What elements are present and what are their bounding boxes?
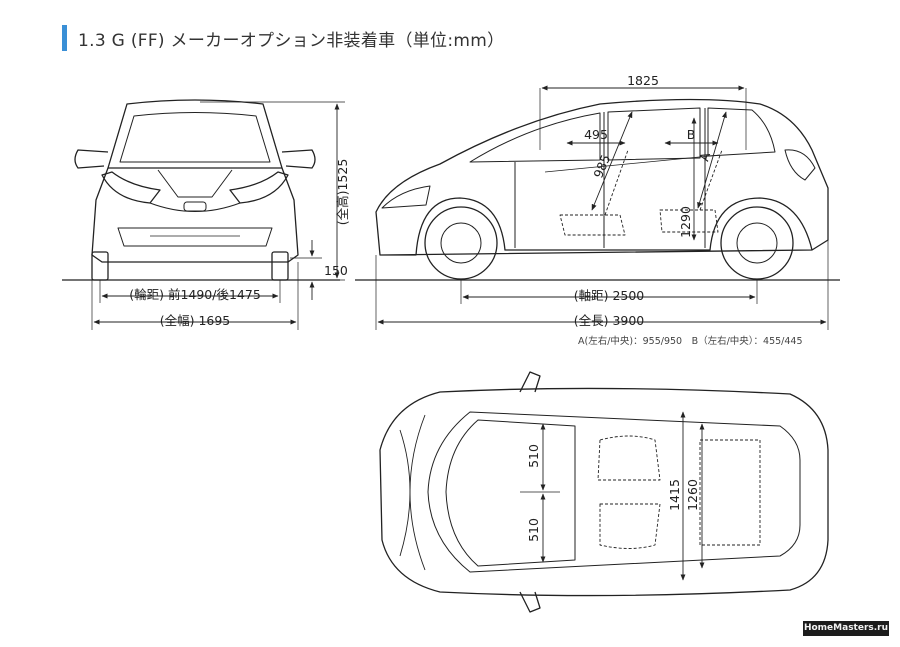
dim-985-label: 985: [590, 152, 613, 180]
title-accent-bar: [62, 25, 67, 51]
front-tread-label: (輪距) 前1490/後1475: [129, 287, 261, 302]
top-windshield: [445, 419, 576, 567]
side-front-window: [469, 112, 601, 163]
top-upper-mirror: [519, 371, 541, 393]
page-title: 1.3 G (FF) メーカーオプション非装着車（単位:mm）: [78, 31, 505, 51]
front-windshield: [119, 112, 271, 163]
side-view: [355, 85, 840, 330]
wheelbase-label: (軸距) 2500: [574, 288, 645, 303]
front-right-mirror: [281, 149, 316, 169]
watermark: HomeMasters.ru: [803, 621, 889, 636]
front-view: [62, 99, 345, 330]
top-lower-mirror: [519, 591, 541, 613]
top-roof: [427, 411, 801, 573]
seat-width-lower-label: 510: [526, 518, 541, 542]
top-view: [379, 371, 829, 613]
side-rear-lamp: [784, 149, 816, 181]
front-right-tire: [271, 251, 289, 281]
side-rear-wheel: [720, 206, 794, 280]
front-right-headlight: [229, 171, 289, 204]
dim-1290-label: 1290: [678, 206, 693, 238]
dimension-note: A(左右/中央)：955/950 B（左右/中央）：455/445: [578, 336, 803, 347]
side-front-wheel: [424, 206, 498, 280]
front-cabin: [107, 99, 283, 169]
dim-1415-label: 1415: [667, 479, 682, 511]
seat-width-upper-label: 510: [526, 444, 541, 468]
front-left-mirror: [74, 149, 109, 169]
front-emblem: [183, 201, 207, 212]
ground-clearance-label: 150: [324, 263, 348, 278]
front-width-label: (全幅) 1695: [160, 313, 231, 328]
dim-495-label: 495: [584, 127, 608, 142]
side-headlight: [381, 185, 431, 209]
overall-height-label: (全高)1525: [335, 159, 350, 226]
front-body: [91, 167, 299, 263]
dim-1825-label: 1825: [627, 73, 659, 88]
dim-b-label: B: [687, 127, 696, 142]
overall-length-label: (全長) 3900: [574, 313, 645, 328]
dim-1260-label: 1260: [685, 479, 700, 511]
top-body: [379, 387, 829, 597]
side-body: [375, 98, 829, 256]
side-quarter-window: [707, 107, 776, 157]
front-left-headlight: [101, 171, 161, 204]
